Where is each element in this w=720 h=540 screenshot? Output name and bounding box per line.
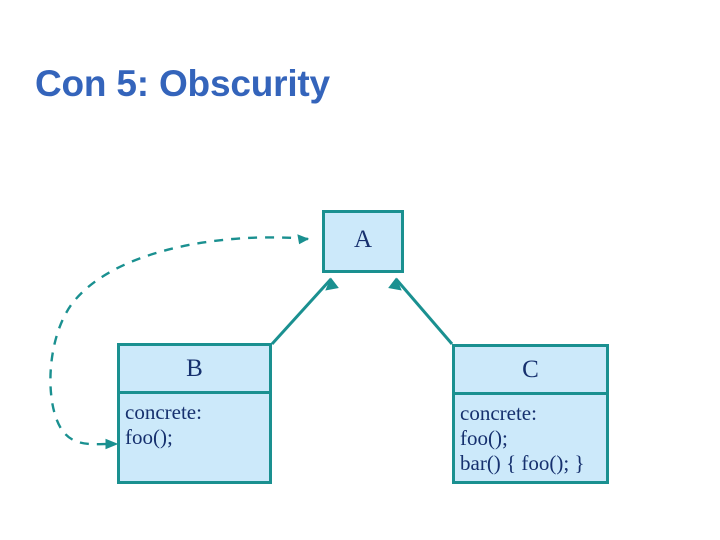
- uml-class-c-name: C: [522, 356, 539, 383]
- uml-class-a-name: A: [353, 226, 373, 253]
- uml-class-c-divider: [455, 392, 606, 395]
- uml-class-c-members: concrete: foo(); bar() { foo(); }: [455, 395, 606, 476]
- uml-class-c[interactable]: C concrete: foo(); bar() { foo(); }: [452, 344, 609, 484]
- uml-class-b-name: B: [186, 355, 203, 382]
- uml-class-b[interactable]: B concrete: foo();: [117, 343, 272, 484]
- page-title: Con 5: Obscurity: [35, 63, 330, 104]
- uml-class-a[interactable]: A: [322, 210, 404, 273]
- uml-class-c-member-1: foo();: [460, 426, 508, 450]
- uml-class-c-member-0: concrete:: [460, 401, 537, 425]
- uml-class-b-member-0: concrete:: [125, 400, 202, 424]
- uml-class-b-divider: [120, 391, 269, 394]
- uml-class-b-members: concrete: foo();: [120, 394, 269, 450]
- uml-class-b-member-1: foo();: [125, 425, 173, 449]
- connector-b-to-a: [270, 277, 339, 346]
- connector-c-to-a: [388, 277, 454, 345]
- uml-class-c-member-2: bar() { foo(); }: [460, 451, 585, 475]
